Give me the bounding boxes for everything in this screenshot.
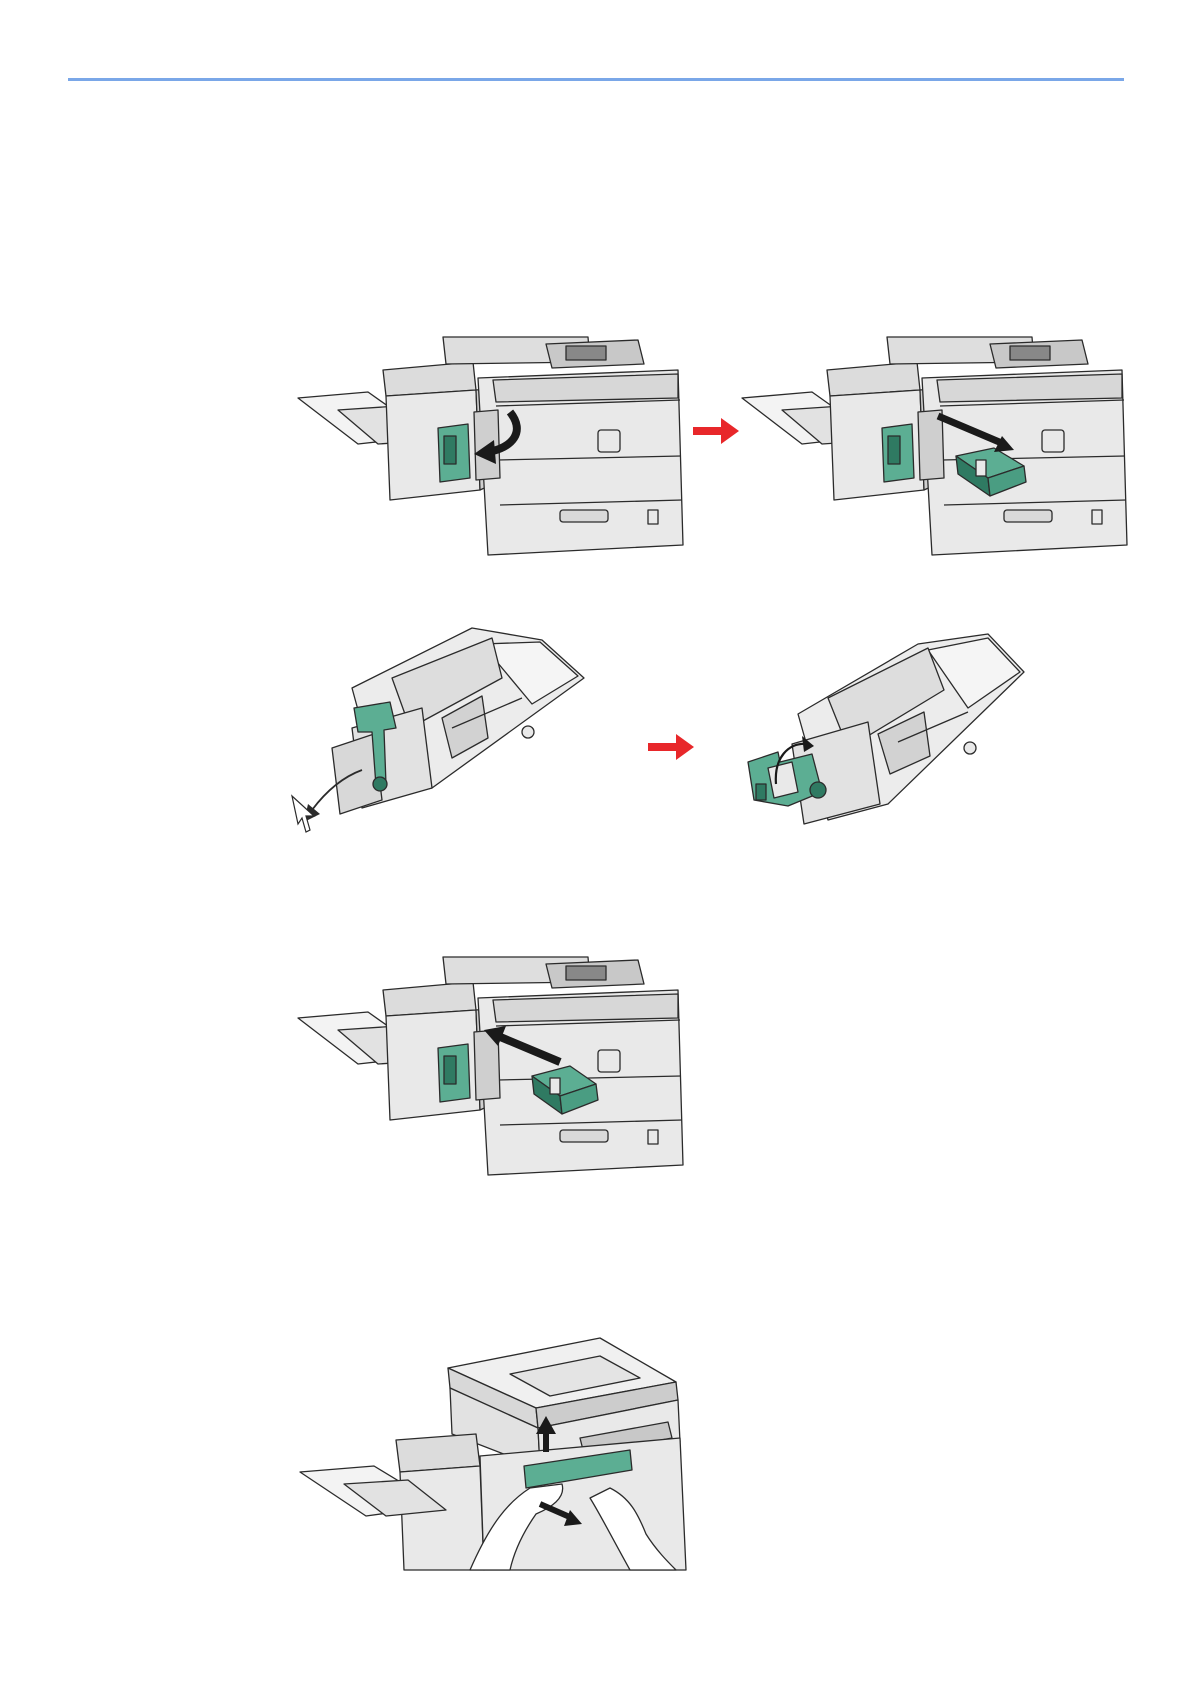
figure-remove-staple-holder xyxy=(742,340,1132,555)
figure-open-front-cover xyxy=(298,340,688,555)
header-rule xyxy=(68,78,1124,81)
figure-insert-staple-holder xyxy=(298,960,688,1175)
step-arrow-2 xyxy=(648,734,694,760)
figure-staple-holder-closed xyxy=(748,624,1028,840)
figure-close-cover-hands xyxy=(300,1338,692,1570)
figure-staple-holder-open xyxy=(292,618,588,840)
step-arrow-1 xyxy=(693,418,739,444)
